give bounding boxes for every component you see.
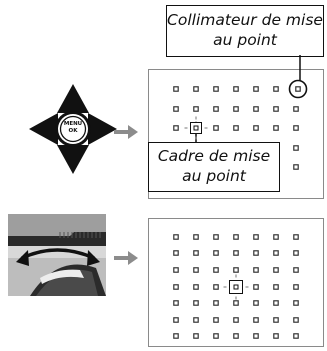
focus-point-dot bbox=[293, 145, 299, 151]
menu-label: MENU bbox=[63, 121, 83, 127]
focus-point-dot bbox=[193, 106, 199, 112]
focus-point-dot bbox=[233, 300, 239, 306]
focus-point-dot bbox=[193, 250, 199, 256]
focus-point-dot bbox=[253, 333, 259, 339]
focus-point-dot bbox=[273, 234, 279, 240]
focus-point-dot bbox=[173, 267, 179, 273]
focus-point-dot bbox=[293, 267, 299, 273]
focus-point-dot bbox=[173, 125, 179, 131]
focus-point-dot bbox=[293, 250, 299, 256]
focus-point-dot bbox=[253, 234, 259, 240]
focus-point-dot bbox=[293, 333, 299, 339]
collimator-callout: Collimateur de mise au point bbox=[166, 5, 324, 57]
focus-point-dot bbox=[193, 300, 199, 306]
focus-point-dot bbox=[273, 86, 279, 92]
focus-point-dot bbox=[233, 125, 239, 131]
focus-point-dot bbox=[213, 125, 219, 131]
focus-point-dot bbox=[213, 86, 219, 92]
focus-point-dot bbox=[173, 300, 179, 306]
collimator-callout-line1: Collimateur de mise bbox=[167, 11, 323, 29]
focus-point-dot bbox=[233, 234, 239, 240]
focus-point-dot bbox=[233, 267, 239, 273]
focus-point-dot bbox=[253, 106, 259, 112]
focus-point-dot bbox=[173, 333, 179, 339]
focus-point-dot bbox=[193, 267, 199, 273]
focus-point-dot bbox=[213, 300, 219, 306]
focus-point-dot bbox=[213, 250, 219, 256]
focus-point-dot bbox=[213, 234, 219, 240]
focus-point-dot bbox=[213, 106, 219, 112]
focus-point-dot bbox=[213, 267, 219, 273]
command-dial-icon bbox=[8, 214, 106, 296]
focus-point-dot bbox=[173, 106, 179, 112]
focus-point-dot bbox=[273, 317, 279, 323]
focus-point-dot bbox=[293, 125, 299, 131]
collimator-highlight-circle bbox=[288, 79, 308, 99]
focus-point-dot bbox=[193, 317, 199, 323]
focus-point-dot bbox=[193, 86, 199, 92]
focus-point-dot bbox=[233, 250, 239, 256]
focus-point-dot bbox=[273, 267, 279, 273]
focus-point-dot bbox=[293, 164, 299, 170]
focus-frame-callout-line1: Cadre de mise bbox=[157, 147, 271, 165]
arrow-right-icon bbox=[114, 125, 138, 139]
selector-dpad-icon bbox=[29, 84, 117, 174]
focus-point-dot bbox=[273, 125, 279, 131]
focus-point-dot bbox=[233, 86, 239, 92]
focus-point-dot bbox=[293, 300, 299, 306]
focus-point-dot bbox=[213, 333, 219, 339]
focus-frame-callout: Cadre de mise au point bbox=[148, 142, 280, 192]
focus-point-dot bbox=[273, 250, 279, 256]
focus-point-dot bbox=[273, 300, 279, 306]
focus-point-dot bbox=[193, 333, 199, 339]
focus-point-dot bbox=[295, 86, 301, 92]
focus-point-dot bbox=[293, 317, 299, 323]
focus-frame-callout-line2: au point bbox=[182, 167, 246, 185]
focus-point-dot bbox=[253, 300, 259, 306]
focus-point-dot bbox=[193, 284, 199, 290]
arrow-right-icon bbox=[114, 251, 138, 265]
focus-point-dot bbox=[273, 106, 279, 112]
focus-point-dot bbox=[173, 284, 179, 290]
collimator-callout-line2: au point bbox=[213, 31, 277, 49]
focus-point-dot bbox=[293, 284, 299, 290]
focus-point-dot bbox=[173, 250, 179, 256]
focus-point-dot bbox=[293, 106, 299, 112]
focus-point-dot bbox=[253, 86, 259, 92]
menu-ok-button: MENU OK bbox=[61, 121, 85, 135]
ok-label: OK bbox=[68, 128, 78, 134]
focus-point-dot bbox=[213, 317, 219, 323]
focus-point-dot bbox=[253, 267, 259, 273]
focus-point-dot bbox=[173, 234, 179, 240]
focus-point-dot bbox=[293, 234, 299, 240]
focus-frame-marker bbox=[223, 274, 249, 300]
focus-point-dot bbox=[173, 317, 179, 323]
focus-point-dot bbox=[273, 333, 279, 339]
focus-frame-marker bbox=[184, 116, 208, 140]
focus-point-dot bbox=[253, 284, 259, 290]
focus-point-dot bbox=[173, 86, 179, 92]
focus-point-dot bbox=[253, 317, 259, 323]
focus-point-dot bbox=[253, 125, 259, 131]
focus-point-dot bbox=[193, 234, 199, 240]
focus-point-dot bbox=[233, 333, 239, 339]
focus-point-dot bbox=[233, 106, 239, 112]
focus-point-dot bbox=[213, 284, 219, 290]
focus-point-dot bbox=[233, 317, 239, 323]
focus-point-dot bbox=[253, 250, 259, 256]
focus-point-dot bbox=[273, 284, 279, 290]
